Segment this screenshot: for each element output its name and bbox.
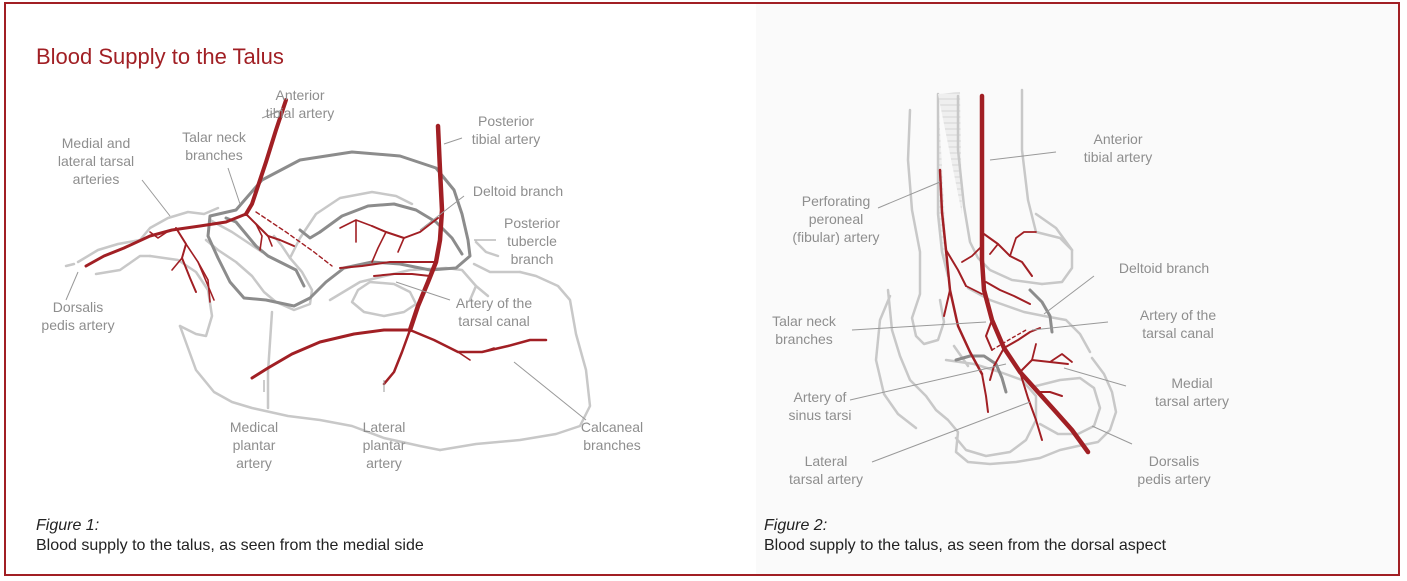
figure2-leader-lines bbox=[850, 152, 1132, 462]
figure1-talus bbox=[208, 152, 470, 306]
figure2-caption-number: Figure 2: bbox=[764, 516, 1166, 536]
figure2-bones bbox=[876, 90, 1116, 464]
figure1-caption: Figure 1: Blood supply to the talus, as … bbox=[36, 516, 424, 556]
figure1-caption-text: Blood supply to the talus, as seen from … bbox=[36, 537, 424, 554]
figure2-caption-text: Blood supply to the talus, as seen from … bbox=[764, 537, 1166, 554]
f1-label-deltoid: Deltoid branch bbox=[473, 183, 563, 199]
figure1-caption-number: Figure 1: bbox=[36, 516, 424, 536]
f2-label-deltoid: Deltoid branch bbox=[1119, 260, 1209, 276]
figure2-caption: Figure 2: Blood supply to the talus, as … bbox=[764, 516, 1166, 556]
figure2-arteries bbox=[940, 96, 1088, 452]
